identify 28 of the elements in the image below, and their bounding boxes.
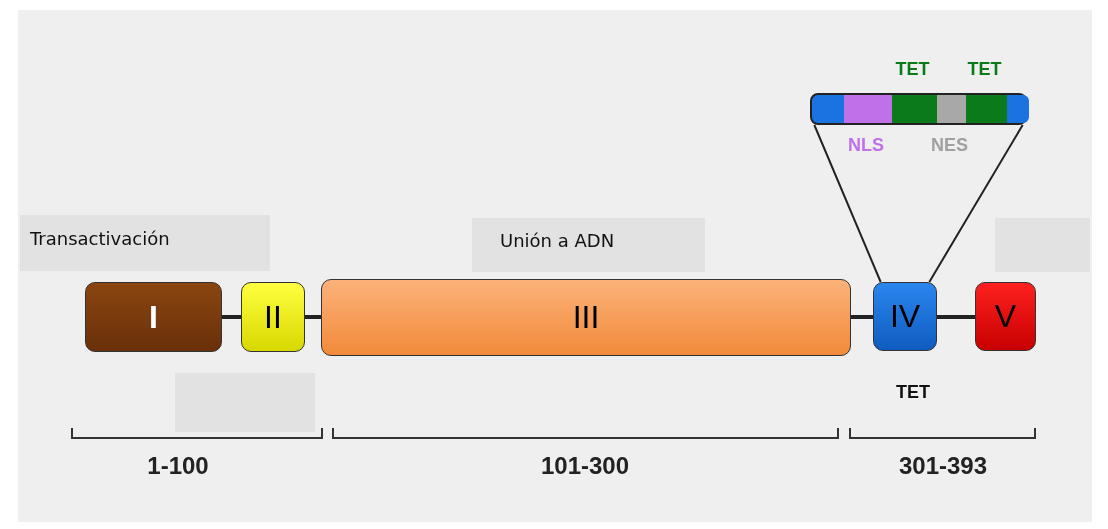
domain-block: IV [873,282,937,351]
residue-range: 101-300 [540,452,630,480]
bar-segment [844,95,892,123]
segment-label: TET [895,59,930,80]
bar-segment [812,95,844,123]
linker-line [305,315,321,319]
bar-segment [937,95,966,123]
bar-segment [892,95,937,123]
leader-line [813,124,882,283]
segment-label: NES [931,135,968,156]
domain-label: Unión a ADN [500,230,615,251]
domain-block: II [241,282,305,352]
bar-segment [966,95,1007,123]
linker-line [222,315,241,319]
domain-block: V [975,282,1036,351]
leader-line [928,124,1024,283]
segment-label: NLS [848,135,884,156]
bar-segment [1007,95,1029,123]
inset-bar [810,93,1027,125]
linker-line [851,315,873,319]
domain-block: I [85,282,222,352]
domain-block: III [321,279,851,356]
segment-label: TET [967,59,1002,80]
residue-range: 1-100 [147,452,209,480]
residue-range: 301-393 [898,452,988,480]
domain-label: Transactivación [30,228,170,249]
domain-label: TET [896,382,930,403]
linker-line [937,315,975,319]
